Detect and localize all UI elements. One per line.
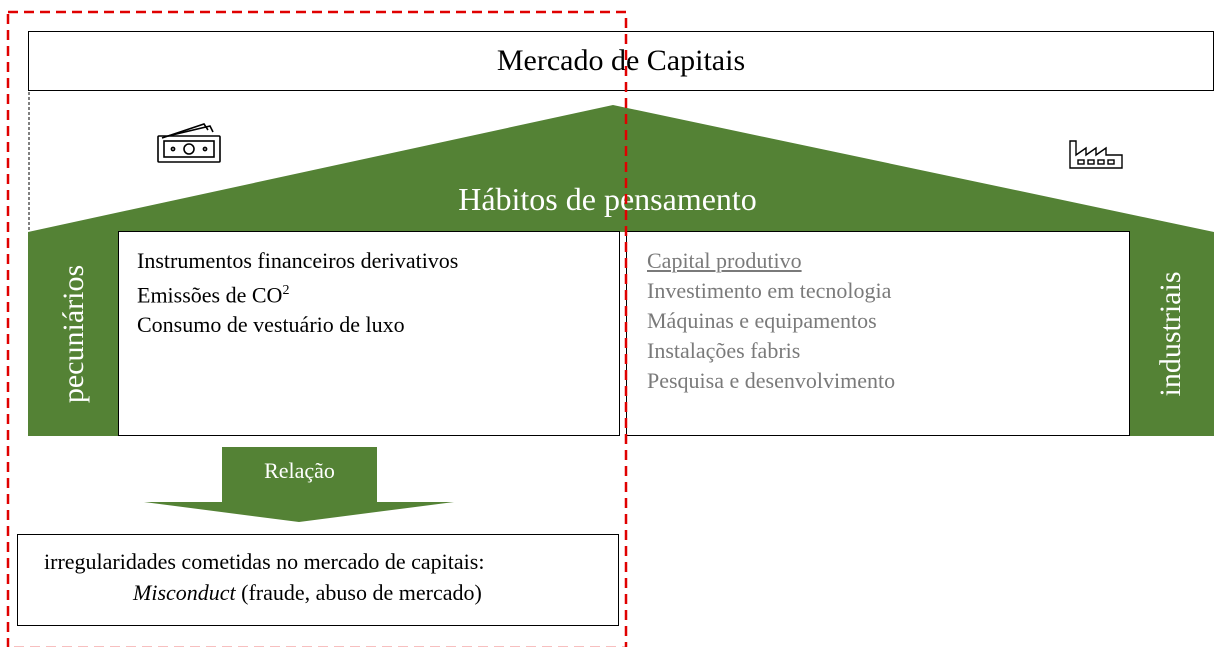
industrial-list: Capital produtivo Investimento em tecnol… bbox=[647, 246, 895, 396]
list-item: Instrumentos financeiros derivativos bbox=[137, 248, 459, 273]
misconduct-line-1: irregularidades cometidas no mercado de … bbox=[44, 549, 485, 574]
list-item: Investimento em tecnologia bbox=[647, 278, 892, 303]
list-item: Instalações fabris bbox=[647, 338, 801, 363]
misconduct-line-2: Misconduct (fraude, abuso de mercado) bbox=[133, 580, 482, 606]
pillar-right: industriais bbox=[1128, 232, 1214, 436]
relation-label: Relação bbox=[264, 458, 335, 483]
factory-icon bbox=[1069, 140, 1123, 169]
pillar-right-label: industriais bbox=[1154, 271, 1187, 397]
pecuniary-list: Instrumentos financeiros derivativos Emi… bbox=[137, 246, 458, 340]
money-bills-icon bbox=[157, 123, 221, 163]
list-item-text: Emissões de CO bbox=[137, 282, 283, 308]
list-item: Consumo de vestuário de luxo bbox=[137, 312, 405, 338]
pillar-left-label: pecuniários bbox=[57, 264, 90, 404]
industrial-box bbox=[626, 231, 1130, 436]
list-item: Pesquisa e desenvolvimento bbox=[647, 368, 896, 393]
superscript: 2 bbox=[282, 283, 290, 298]
list-item: Emissões de CO2 bbox=[137, 276, 458, 310]
list-heading: Capital produtivo bbox=[647, 248, 802, 273]
list-item: Máquinas e equipamentos bbox=[647, 308, 877, 333]
pillar-left: pecuniários bbox=[28, 232, 120, 436]
misconduct-term: Misconduct bbox=[133, 580, 236, 605]
misconduct-detail: (fraude, abuso de mercado) bbox=[235, 580, 482, 605]
roof-title: Hábitos de pensamento bbox=[458, 181, 757, 217]
